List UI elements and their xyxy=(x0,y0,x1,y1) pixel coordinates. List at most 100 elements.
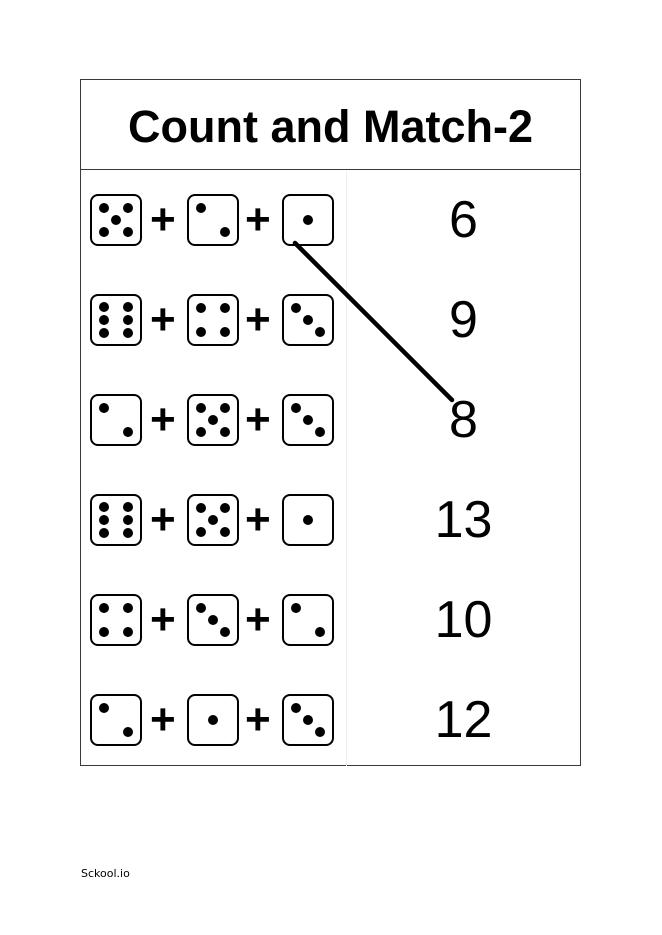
pip-dot xyxy=(99,603,109,613)
problem-row: + +8 xyxy=(81,391,580,494)
pip-dot xyxy=(123,627,133,637)
die-face-3-icon[interactable] xyxy=(282,294,334,346)
pip-dot xyxy=(315,627,325,637)
pip-dot xyxy=(303,215,313,225)
pip-dot xyxy=(291,703,301,713)
problem-row: + +6 xyxy=(81,191,580,294)
pip-dot xyxy=(208,515,218,525)
die-face-2-icon[interactable] xyxy=(90,694,142,746)
die-face-5-icon[interactable] xyxy=(187,394,239,446)
plus-sign: + xyxy=(245,195,271,244)
pip-dot xyxy=(315,327,325,337)
worksheet-table: Count and Match-2 ++6++9++8++13++10++12 xyxy=(80,79,581,766)
answer-number[interactable]: 8 xyxy=(449,391,478,449)
pip-dot xyxy=(291,603,301,613)
die-face-4-icon[interactable] xyxy=(90,594,142,646)
pip-dot xyxy=(303,415,313,425)
problem-row: + +12 xyxy=(81,691,580,794)
pip-dot xyxy=(99,301,109,312)
pip-dot xyxy=(99,315,109,325)
answer-number[interactable]: 10 xyxy=(434,591,493,649)
title-row: Count and Match-2 xyxy=(81,80,580,170)
pip-dot xyxy=(123,603,133,613)
pip-dot xyxy=(123,515,133,525)
answer-number[interactable]: 12 xyxy=(434,691,493,749)
pip-dot xyxy=(123,203,133,213)
pip-dot xyxy=(111,215,121,225)
die-face-3-icon[interactable] xyxy=(282,394,334,446)
pip-dot xyxy=(123,315,133,325)
pip-dot xyxy=(99,403,109,413)
plus-sign: + xyxy=(245,695,271,744)
pip-dot xyxy=(315,727,325,737)
die-face-1-icon[interactable] xyxy=(282,494,334,546)
pip-dot xyxy=(196,427,206,437)
die-face-5-icon[interactable] xyxy=(187,494,239,546)
pip-dot xyxy=(123,528,133,539)
die-face-1-icon[interactable] xyxy=(187,694,239,746)
pip-dot xyxy=(99,227,109,237)
die-face-2-icon[interactable] xyxy=(187,194,239,246)
die-face-5-icon[interactable] xyxy=(90,194,142,246)
pip-dot xyxy=(99,328,109,339)
problem-row: ++13 xyxy=(81,491,580,594)
pip-dot xyxy=(220,303,230,313)
pip-dot xyxy=(220,503,230,513)
pip-dot xyxy=(99,501,109,512)
problem-row: + +10 xyxy=(81,591,580,694)
pip-dot xyxy=(220,227,230,237)
pip-dot xyxy=(208,615,218,625)
die-face-4-icon[interactable] xyxy=(187,294,239,346)
pip-dot xyxy=(303,315,313,325)
pip-dot xyxy=(303,715,313,725)
die-face-3-icon[interactable] xyxy=(282,694,334,746)
page-title: Count and Match-2 xyxy=(128,100,533,152)
pip-dot xyxy=(220,427,230,437)
plus-sign: + xyxy=(245,295,271,344)
pip-dot xyxy=(99,528,109,539)
pip-dot xyxy=(99,515,109,525)
pip-dot xyxy=(123,301,133,312)
pip-dot xyxy=(99,703,109,713)
pip-dot xyxy=(196,303,206,313)
die-face-1-icon[interactable] xyxy=(282,194,334,246)
pip-dot xyxy=(123,427,133,437)
pip-dot xyxy=(123,501,133,512)
pip-dot xyxy=(220,327,230,337)
die-face-2-icon[interactable] xyxy=(90,394,142,446)
answer-number[interactable]: 9 xyxy=(449,291,478,349)
die-face-2-icon[interactable] xyxy=(282,594,334,646)
plus-sign: + xyxy=(150,395,176,444)
pip-dot xyxy=(208,415,218,425)
pip-dot xyxy=(99,627,109,637)
plus-sign: + xyxy=(245,395,271,444)
die-face-3-icon[interactable] xyxy=(187,594,239,646)
pip-dot xyxy=(208,715,218,725)
pip-dot xyxy=(99,203,109,213)
pip-dot xyxy=(123,328,133,339)
pip-dot xyxy=(220,527,230,537)
pip-dot xyxy=(196,203,206,213)
pip-dot xyxy=(291,303,301,313)
die-face-6-icon[interactable] xyxy=(90,294,142,346)
column-divider xyxy=(346,170,347,766)
problem-row: ++9 xyxy=(81,291,580,394)
answer-number[interactable]: 13 xyxy=(434,491,493,549)
plus-sign: + xyxy=(150,695,176,744)
plus-sign: + xyxy=(245,595,271,644)
pip-dot xyxy=(196,403,206,413)
pip-dot xyxy=(196,603,206,613)
pip-dot xyxy=(196,503,206,513)
pip-dot xyxy=(196,527,206,537)
pip-dot xyxy=(315,427,325,437)
pip-dot xyxy=(196,327,206,337)
plus-sign: + xyxy=(150,595,176,644)
pip-dot xyxy=(303,515,313,525)
die-face-6-icon[interactable] xyxy=(90,494,142,546)
plus-sign: + xyxy=(150,195,176,244)
plus-sign: + xyxy=(245,495,271,544)
answer-number[interactable]: 6 xyxy=(449,191,478,249)
pip-dot xyxy=(220,403,230,413)
pip-dot xyxy=(123,727,133,737)
pip-dot xyxy=(123,227,133,237)
